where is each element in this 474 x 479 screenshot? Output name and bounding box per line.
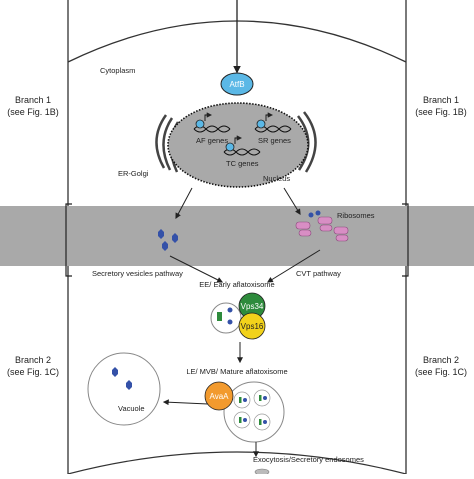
ee-aflatoxisome-label: EE/ Early aflatoxisome: [199, 280, 274, 289]
vacuole-toxin-1: [112, 367, 118, 377]
tss-arrow-af: [204, 112, 213, 121]
ee-cargo-3: [227, 319, 233, 325]
branch-right-top-line1: Branch 1: [423, 95, 459, 105]
atfb-label: AtfB: [229, 80, 244, 89]
ribosome-cluster: [295, 216, 349, 242]
af-genes-label: AF genes: [196, 136, 228, 145]
membrane-band: [0, 206, 474, 266]
er-golgi-label: ER-Golgi: [118, 169, 149, 178]
branch-right-top-line2: (see Fig. 1B): [415, 107, 467, 117]
branch-right-bottom-line1: Branch 2: [423, 355, 459, 365]
vps16-label: Vps16: [241, 322, 264, 331]
toxin-on-ribosome-1: [308, 212, 314, 218]
mvb-vesicles: [233, 389, 271, 431]
vacuole: [87, 352, 161, 426]
ribosomes-label: Ribosomes: [337, 211, 375, 220]
early-aflatoxisome: [210, 302, 242, 334]
toxin-group-band: [158, 229, 178, 251]
toxin-on-ribosome-2: [315, 210, 321, 216]
atfb-bound-af: [195, 119, 205, 129]
secretory-vesicle-bottom: [254, 468, 270, 476]
tss-arrow-tc: [234, 135, 243, 144]
tc-genes-label: TC genes: [226, 159, 259, 168]
ee-cargo-2: [227, 307, 233, 313]
branch-left-bottom-line2: (see Fig. 1C): [7, 367, 59, 377]
le-aflatoxisome-label: LE/ MVB/ Mature aflatoxisome: [186, 367, 287, 376]
atfb-protein: [220, 72, 254, 96]
atfb-bound-sr: [256, 119, 266, 129]
arrow-to-ribosomes: [283, 187, 301, 216]
septum-curve: [67, 451, 407, 475]
right-bracket: [402, 203, 409, 277]
branch-right-bottom-line2: (see Fig. 1C): [415, 367, 467, 377]
nucleus-label: Nucleus: [263, 174, 290, 183]
secretory-pathway-label: Secretory vesicles pathway: [92, 269, 183, 278]
avaa-label: AvaA: [210, 392, 230, 401]
arrow-cvt-to-ee: [266, 249, 321, 283]
left-bracket: [65, 203, 72, 277]
arrow-to-vacuole: [162, 399, 209, 406]
vacuole-label: Vacuole: [118, 404, 145, 413]
ee-cargo-1: [217, 312, 222, 321]
mature-aflatoxisome: [223, 381, 285, 443]
arrow-to-vesicles: [175, 187, 193, 220]
mvb-cargo: [239, 395, 267, 425]
avaa-protein: [204, 381, 234, 411]
branch-left-bottom-line1: Branch 2: [15, 355, 51, 365]
vacuole-toxin-2: [126, 380, 132, 390]
cvt-pathway-label: CVT pathway: [296, 269, 341, 278]
exocytosis-label: Exocytosis/Secretory endosomes: [253, 455, 364, 464]
vps16-protein: [238, 312, 266, 340]
cytoplasm-label: Cytoplasm: [100, 66, 135, 75]
sr-genes-label: SR genes: [258, 136, 291, 145]
vps34-label: Vps34: [241, 302, 264, 311]
atfb-bound-tc: [225, 142, 235, 152]
branch-left-top-line1: Branch 1: [15, 95, 51, 105]
tss-arrow-sr: [265, 112, 274, 121]
branch-left-top-line2: (see Fig. 1B): [7, 107, 59, 117]
arrow-vesicles-to-ee: [169, 255, 224, 283]
